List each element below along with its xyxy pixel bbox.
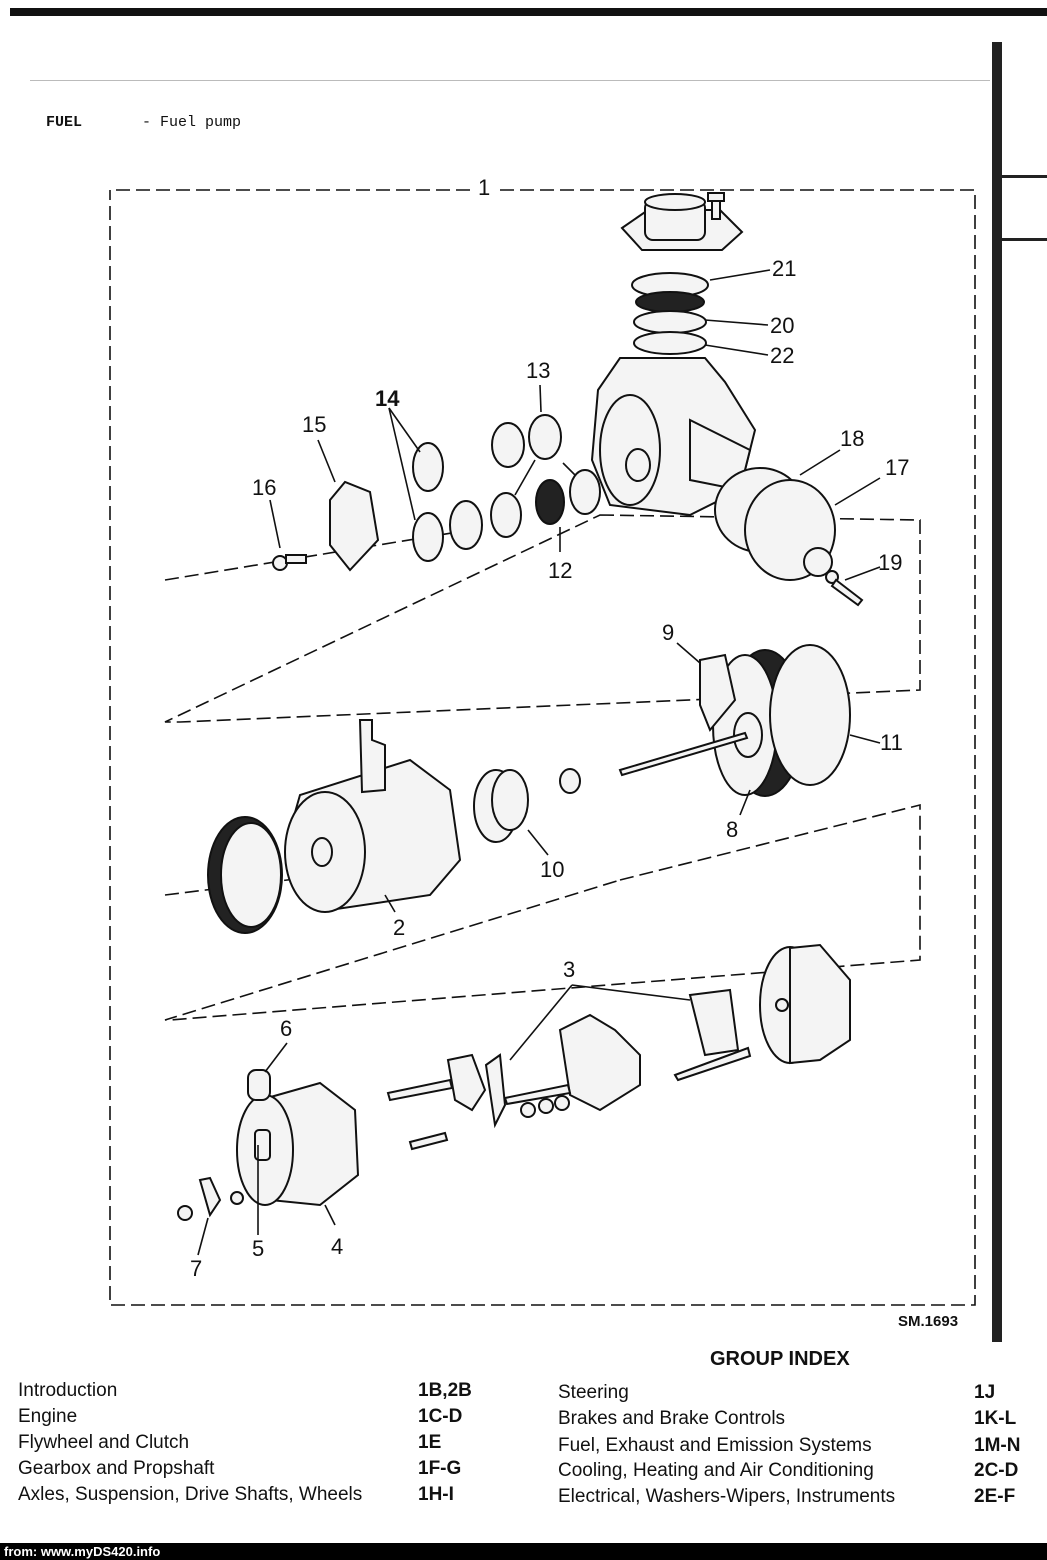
- callout-19: 19: [878, 550, 902, 575]
- screw-19: [825, 570, 864, 607]
- page-top-border: [10, 8, 1047, 16]
- group-index-code[interactable]: 2C-D: [974, 1460, 1019, 1481]
- terminal-9: [699, 653, 737, 732]
- group-index-code[interactable]: 1B,2B: [418, 1380, 472, 1401]
- callout-6: 6: [280, 1016, 292, 1041]
- seal-right: [569, 469, 601, 515]
- page-title: - Fuel pump: [142, 114, 242, 131]
- gasket-11: [769, 644, 851, 786]
- clamp-plate-15: [329, 480, 380, 572]
- group-index-label[interactable]: Cooling, Heating and Air Conditioning: [558, 1460, 874, 1481]
- group-index-label[interactable]: Gearbox and Propshaft: [18, 1458, 215, 1479]
- valve-13: [491, 422, 525, 468]
- callout-1: 1: [478, 175, 490, 200]
- group-index-code[interactable]: 1F-G: [418, 1458, 462, 1479]
- callout-8: 8: [726, 817, 738, 842]
- pump-cover: [620, 193, 744, 251]
- screw-16: [272, 554, 307, 571]
- footer-bar: [0, 1543, 1047, 1560]
- page-header: FUEL - Fuel pump: [46, 114, 241, 131]
- section-label: FUEL: [46, 114, 83, 131]
- seal-13: [528, 414, 562, 460]
- group-frame-upper: [164, 514, 921, 723]
- valve-12: [535, 479, 565, 525]
- push-rod: [618, 731, 749, 777]
- group-index-label[interactable]: Electrical, Washers-Wipers, Instruments: [558, 1486, 896, 1507]
- group-index-label[interactable]: Flywheel and Clutch: [18, 1432, 190, 1453]
- callout-11: 11: [880, 730, 903, 755]
- ring-20: [633, 310, 707, 334]
- contact-set-3: [386, 988, 752, 1151]
- pump-body: [590, 357, 757, 517]
- callout-15: 15: [302, 412, 326, 437]
- leader-lines: [197, 269, 881, 1256]
- group-index-label[interactable]: Engine: [18, 1406, 78, 1427]
- group-index-label[interactable]: Axles, Suspension, Drive Shafts, Wheels: [18, 1484, 363, 1505]
- callout-3: 3: [563, 957, 575, 982]
- end-cover-right: [759, 943, 851, 1065]
- magnet-body-2: [284, 719, 462, 913]
- seal-band-inner: [220, 822, 282, 928]
- callout-13: 13: [526, 358, 550, 383]
- callout-16: 16: [252, 475, 276, 500]
- callout-21: 21: [772, 256, 796, 281]
- group-index-label[interactable]: Introduction: [18, 1380, 118, 1401]
- callout-9: 9: [662, 620, 674, 645]
- group-index-code[interactable]: 2E-F: [974, 1486, 1016, 1507]
- callout-22: 22: [770, 343, 794, 368]
- cover-screw: [707, 192, 725, 220]
- callout-2: 2: [393, 915, 405, 940]
- callout-17: 17: [885, 455, 909, 480]
- plate-14-upper: [412, 442, 444, 492]
- callout-4: 4: [331, 1234, 343, 1259]
- callout-10: 10: [540, 857, 564, 882]
- group-index-code[interactable]: 1M-N: [974, 1435, 1021, 1456]
- drawing-reference: SM.1693: [898, 1313, 959, 1330]
- armature-disc: [559, 768, 581, 794]
- callout-12: 12: [548, 558, 572, 583]
- footer-source: from: www.myDS420.info: [4, 1544, 161, 1559]
- callout-14: 14: [375, 386, 400, 411]
- group-index-label[interactable]: Brakes and Brake Controls: [558, 1408, 786, 1429]
- seal-left: [490, 492, 522, 538]
- group-index-code[interactable]: 1K-L: [974, 1408, 1017, 1429]
- ring-22: [633, 331, 707, 355]
- end-cover-4: [236, 1069, 360, 1207]
- callout-18: 18: [840, 426, 864, 451]
- right-edge-tick: [1002, 175, 1047, 178]
- page-rule: [30, 80, 990, 81]
- spring-ring-10-inner: [491, 769, 529, 831]
- group-index-title: GROUP INDEX: [710, 1348, 850, 1370]
- group-index-code[interactable]: 1J: [974, 1382, 996, 1403]
- page-right-edge: [992, 42, 1002, 1342]
- group-index-code[interactable]: 1H-I: [418, 1484, 454, 1505]
- group-index-label[interactable]: Steering: [558, 1382, 629, 1403]
- group-index-code[interactable]: 1C-D: [418, 1406, 463, 1427]
- diaphragm-centre: [803, 547, 833, 577]
- right-edge-tick: [1002, 238, 1047, 241]
- valve-cage: [635, 291, 705, 313]
- callout-7: 7: [190, 1256, 202, 1281]
- terminal-7: [177, 1176, 244, 1221]
- callout-20: 20: [770, 313, 794, 338]
- group-index-code[interactable]: 1E: [418, 1432, 442, 1453]
- plate-14-lower: [412, 512, 444, 562]
- valve-14: [449, 500, 483, 550]
- assembly-frame: [109, 189, 976, 1306]
- callout-5: 5: [252, 1236, 264, 1261]
- group-index-label[interactable]: Fuel, Exhaust and Emission Systems: [558, 1435, 872, 1456]
